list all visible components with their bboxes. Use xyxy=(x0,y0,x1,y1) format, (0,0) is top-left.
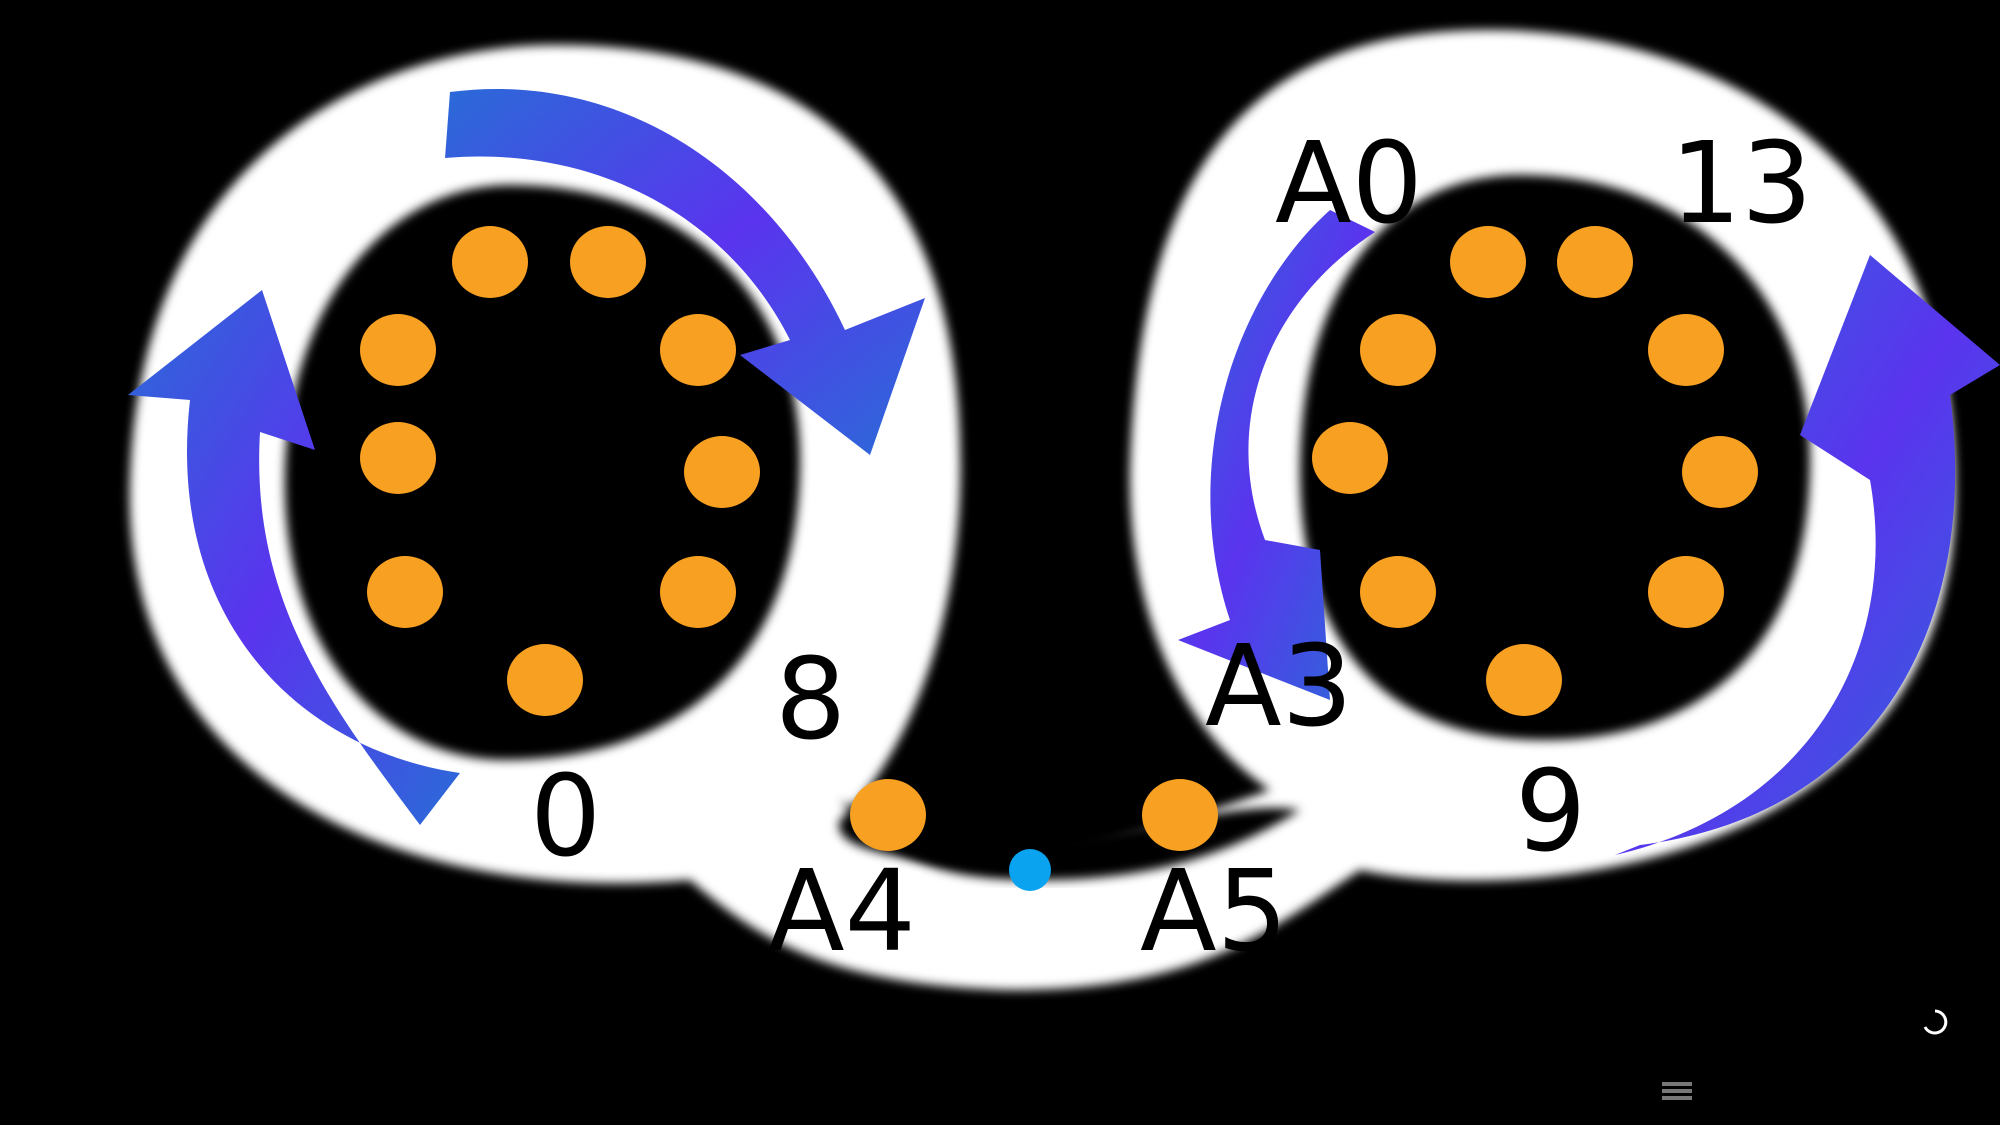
led-dot xyxy=(1648,314,1724,386)
led-dot xyxy=(1682,436,1758,508)
led-dot xyxy=(1557,226,1633,298)
led-dot xyxy=(367,556,443,628)
led-dot xyxy=(452,226,528,298)
arrow-right-outer xyxy=(1615,255,2000,855)
led-dot xyxy=(507,644,583,716)
led-dot xyxy=(1312,422,1388,494)
led-dot xyxy=(850,779,926,851)
label-right-top-last: 13 xyxy=(1670,119,1813,249)
led-dot xyxy=(360,314,436,386)
led-dot xyxy=(684,436,760,508)
label-left-top-pin: 8 xyxy=(775,635,846,765)
led-dot xyxy=(660,314,736,386)
led-dot xyxy=(1360,556,1436,628)
led-dot xyxy=(1486,644,1562,716)
led-dot xyxy=(1648,556,1724,628)
led-group xyxy=(360,226,1758,851)
led-dot xyxy=(1142,779,1218,851)
status-dot xyxy=(1009,849,1051,891)
led-dot xyxy=(570,226,646,298)
led-dot xyxy=(1360,314,1436,386)
rotation-arrows xyxy=(128,88,2000,855)
led-dot xyxy=(1450,226,1526,298)
spinner-icon[interactable] xyxy=(1923,1009,1948,1035)
label-left-bottom-pin: 0 xyxy=(530,752,601,882)
arrow-left-side xyxy=(128,290,460,825)
menu-lines-icon[interactable] xyxy=(1662,1082,1692,1100)
led-dot xyxy=(360,422,436,494)
arrow-right-side xyxy=(1178,210,1375,700)
ring-outline xyxy=(129,30,1956,990)
label-bridge-right: A5 xyxy=(1140,847,1288,977)
label-bridge-left: A4 xyxy=(768,847,916,977)
label-right-bottom-pin: 9 xyxy=(1515,747,1586,877)
label-right-mid: A3 xyxy=(1205,622,1353,752)
arrow-left-top xyxy=(445,88,925,455)
label-right-top-first: A0 xyxy=(1275,119,1423,249)
led-dot xyxy=(660,556,736,628)
